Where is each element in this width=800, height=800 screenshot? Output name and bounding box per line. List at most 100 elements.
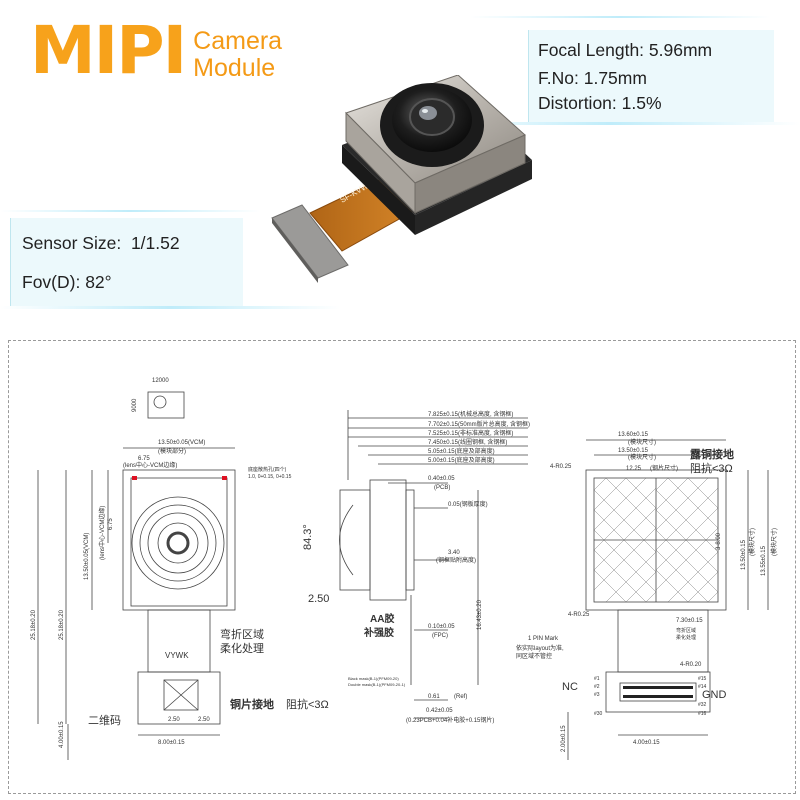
front-dim-2: 6.75 <box>138 456 150 462</box>
back-bottom-0: 4.00±0.15 <box>633 740 660 746</box>
back-pin-l-2: #3 <box>594 692 600 698</box>
front-dim-1: (模块部分) <box>158 447 186 455</box>
front-note-0: 底座散热孔(四个) <box>248 466 287 473</box>
back-pin-r-2: #32 <box>698 702 707 708</box>
side-offset: 2.50 <box>308 593 329 605</box>
back-pin-mark: 1 PIN Mark <box>528 636 559 642</box>
spec-fno: F.No: 1.75mm <box>538 68 647 88</box>
side-dim-7: (PCB) <box>434 485 450 491</box>
front-qr: 二维码 <box>88 714 121 727</box>
back-fpc-dim: 7.30±0.15 <box>676 618 703 624</box>
back-top-3: (模块尺寸) <box>628 453 656 461</box>
front-side-4: 25.18±0.20 <box>31 609 37 640</box>
side-dim-8: 0.05(钢板厚度) <box>448 500 488 508</box>
side-dim-9: 3.40 <box>448 550 460 556</box>
front-side-2: 13.50±0.05(VCM) <box>84 533 90 580</box>
back-pin-note-1: 同区域不管控 <box>516 652 552 660</box>
front-bottom-0: 2.50 <box>168 717 180 723</box>
spec-glow <box>420 122 800 125</box>
side-aa: AA胶 <box>370 612 394 625</box>
side-dim-1: 7.702±0.15(50mm版片总高度, 含钢框) <box>428 420 530 428</box>
back-side-4: 3-8.00 <box>716 532 722 550</box>
side-dim-2: 7.525±0.15(非标准高度, 含钢框) <box>428 429 513 437</box>
front-side-0: 6.75 <box>108 518 114 530</box>
back-pin-l-3: #30 <box>594 711 603 717</box>
side-dim-10: (钢框贴附高度) <box>436 556 476 564</box>
back-resist: 阻抗<3Ω <box>690 461 733 475</box>
back-side-2: 13.55±0.15 <box>761 545 767 576</box>
spec-glow <box>0 210 260 212</box>
front-side-1: (lens中心-VCM边缘) <box>98 506 106 560</box>
side-dim-13: (FPC) <box>432 633 448 639</box>
front-soft: 柔化处理 <box>220 641 264 655</box>
back-pin-r-0: #15 <box>698 676 707 682</box>
front-bottom-3: 4.00±0.15 <box>59 721 65 748</box>
back-nc: NC <box>562 681 578 693</box>
spec-focal-length: Focal Length: 5.96mm <box>538 40 713 60</box>
front-vywk: VYWK <box>165 651 189 660</box>
side-dim-12: 0.10±0.05 <box>428 624 455 630</box>
side-dim-3: 7.450±0.15(线圈钢框, 含钢框) <box>428 438 507 446</box>
back-pin-note-0: 依实际layout为准, <box>516 644 564 652</box>
spec-glow <box>0 306 340 309</box>
technical-drawing <box>8 340 796 794</box>
side-dim-6: 0.40±0.05 <box>428 476 455 482</box>
spec-glow <box>470 16 770 18</box>
side-dim-16: 0.42±0.05 <box>426 708 453 714</box>
back-side-1: (模块尺寸) <box>748 528 756 556</box>
front-bottom-1: 2.50 <box>198 717 210 723</box>
side-dim-11: 16.43±0.20 <box>477 599 483 630</box>
side-dim-0: 7.825±0.15(机械总高度, 含钢框) <box>428 410 513 418</box>
side-dim-15: (Ref) <box>454 694 467 700</box>
front-side-3: 25.18±0.20 <box>59 609 65 640</box>
back-fpc-note-0: 弯折区域 <box>676 627 696 634</box>
spec-panel-left <box>10 218 243 306</box>
back-top-4: 12.25 <box>626 466 642 472</box>
side-fill: 补强胶 <box>363 626 394 639</box>
back-side-0: 13.50±0.15 <box>741 539 747 570</box>
front-dim-3: (lens中心-VCM边缘) <box>123 461 177 469</box>
back-gnd: GND <box>702 689 727 701</box>
side-dim-14: 0.61 <box>428 694 440 700</box>
back-bottom-1: 2.00±0.15 <box>561 725 567 752</box>
spec-fov: Fov(D): 82° <box>22 272 112 292</box>
front-bottom-2: 8.00±0.15 <box>158 740 185 746</box>
small-w: 12000 <box>152 378 169 384</box>
back-top-1: (模块尺寸) <box>628 438 656 446</box>
back-r-mid: 4-R0.25 <box>568 612 590 618</box>
brand-logo: MIPI Camera Module <box>30 18 282 84</box>
front-dim-0: 13.50±0.05(VCM) <box>158 440 205 446</box>
side-dim-17: (0.23PCB+0.04补电胶+0.15钢片) <box>406 716 494 724</box>
back-pin-l-1: #2 <box>594 684 600 690</box>
back-title: 露铜接地 <box>690 447 734 461</box>
spec-panel-right <box>528 30 774 122</box>
side-fine-1: Double mask(B-1)(PFM09-20-1) <box>348 682 406 687</box>
brand-subtitle: Camera Module <box>193 28 282 82</box>
back-pin-l-0: #1 <box>594 676 600 682</box>
back-top-5: (钢片尺寸) <box>650 464 678 472</box>
back-pin-r-1: #14 <box>698 684 707 690</box>
front-resist: 阻抗<3Ω <box>286 697 329 711</box>
brand-mipi: MIPI <box>30 12 187 89</box>
back-r-low: 4-R0.20 <box>680 662 702 668</box>
camera-module-photo: SF-KVWB-V1.0 <box>271 75 532 283</box>
side-angle: 84.3° <box>302 524 314 550</box>
back-r-top: 4-R0.25 <box>550 464 572 470</box>
side-dim-4: 5.05±0.15(底座及部高度) <box>428 447 495 455</box>
spec-distortion: Distortion: 1.5% <box>538 93 662 113</box>
front-bend: 弯折区域 <box>220 627 264 641</box>
front-copper: 铜片接地 <box>229 697 274 711</box>
back-top-0: 13.60±0.15 <box>618 432 649 438</box>
back-top-2: 13.50±0.15 <box>618 448 649 454</box>
back-side-3: (模块尺寸) <box>770 528 778 556</box>
brand-line1: Camera <box>193 27 283 55</box>
back-pin-r-3: #16 <box>698 711 707 717</box>
side-dim-5: 5.00±0.15(底座及部高度) <box>428 456 495 464</box>
side-fine-0: Black mask(B-1)(PFM09-20) <box>348 676 399 681</box>
front-note-1: 1.0, 0+0.15, 0+0.15 <box>248 474 292 480</box>
technical-drawing-svg: 12000 9000 13.50±0.05(VCM) (模块部分) 6.75 (… <box>31 378 778 760</box>
spec-sensor-size: Sensor Size: 1/1.52 <box>22 233 180 253</box>
back-fpc-note-1: 柔化处理 <box>676 634 696 641</box>
small-h: 9000 <box>132 398 138 412</box>
brand-line2: Module <box>193 54 276 82</box>
